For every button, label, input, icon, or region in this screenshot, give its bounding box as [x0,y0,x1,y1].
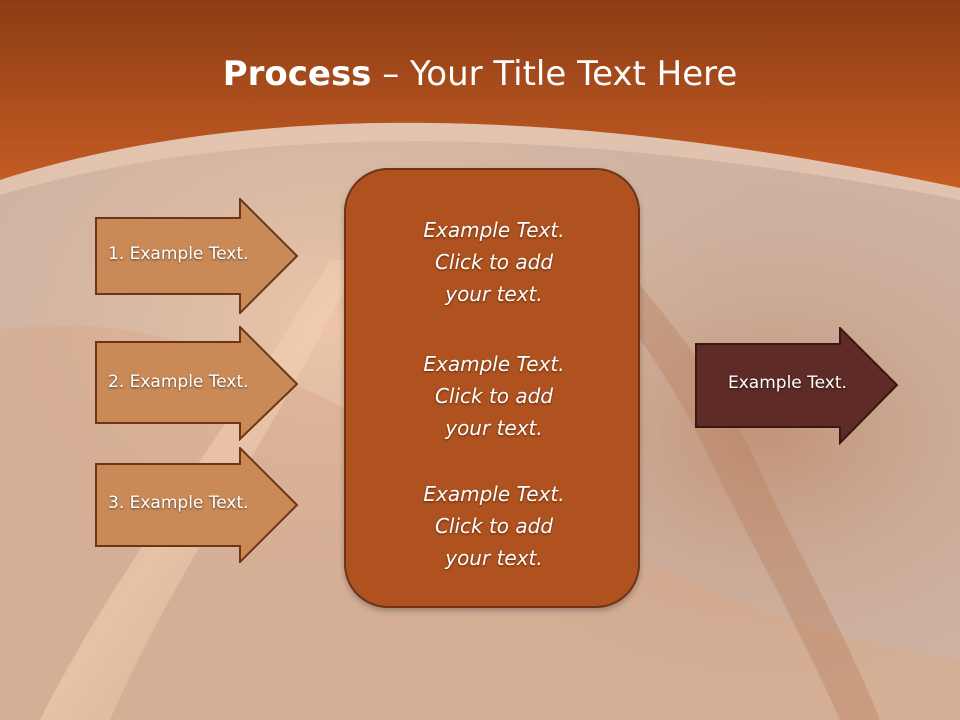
right-arrow-shape [95,198,299,314]
center-text-line: your text. [445,416,543,440]
left-arrow-2[interactable]: 2. Example Text. [95,326,299,442]
center-text-block-1: Example Text. Click to add your text. [346,214,642,310]
left-arrow-label: 3. Example Text. [108,493,249,513]
right-arrow-shape [95,447,299,563]
center-text-line: your text. [445,546,543,570]
center-text-line: Click to add [434,250,554,274]
center-text-line: Example Text. [423,482,565,506]
center-text-block-2: Example Text. Click to add your text. [346,348,642,444]
center-text-line: Click to add [434,514,554,538]
right-arrow-label: Example Text. [728,373,847,393]
left-arrow-3[interactable]: 3. Example Text. [95,447,299,563]
title-bold: Process [222,54,372,94]
center-text-line: your text. [445,282,543,306]
title-rest: – Your Title Text Here [371,54,738,94]
center-text-line: Example Text. [423,218,565,242]
center-text-line: Example Text. [423,352,565,376]
right-arrow-shape [95,326,299,442]
center-process-box[interactable]: Example Text. Click to add your text. Ex… [344,168,640,608]
center-text-line: Click to add [434,384,554,408]
right-arrow-shape [695,327,899,445]
right-output-arrow[interactable]: Example Text. [695,327,899,445]
left-arrow-1[interactable]: 1. Example Text. [95,198,299,314]
left-arrow-label: 1. Example Text. [108,244,249,264]
left-arrow-label: 2. Example Text. [108,372,249,392]
center-text-block-3: Example Text. Click to add your text. [346,478,642,574]
slide-title[interactable]: Process – Your Title Text Here [0,52,960,96]
